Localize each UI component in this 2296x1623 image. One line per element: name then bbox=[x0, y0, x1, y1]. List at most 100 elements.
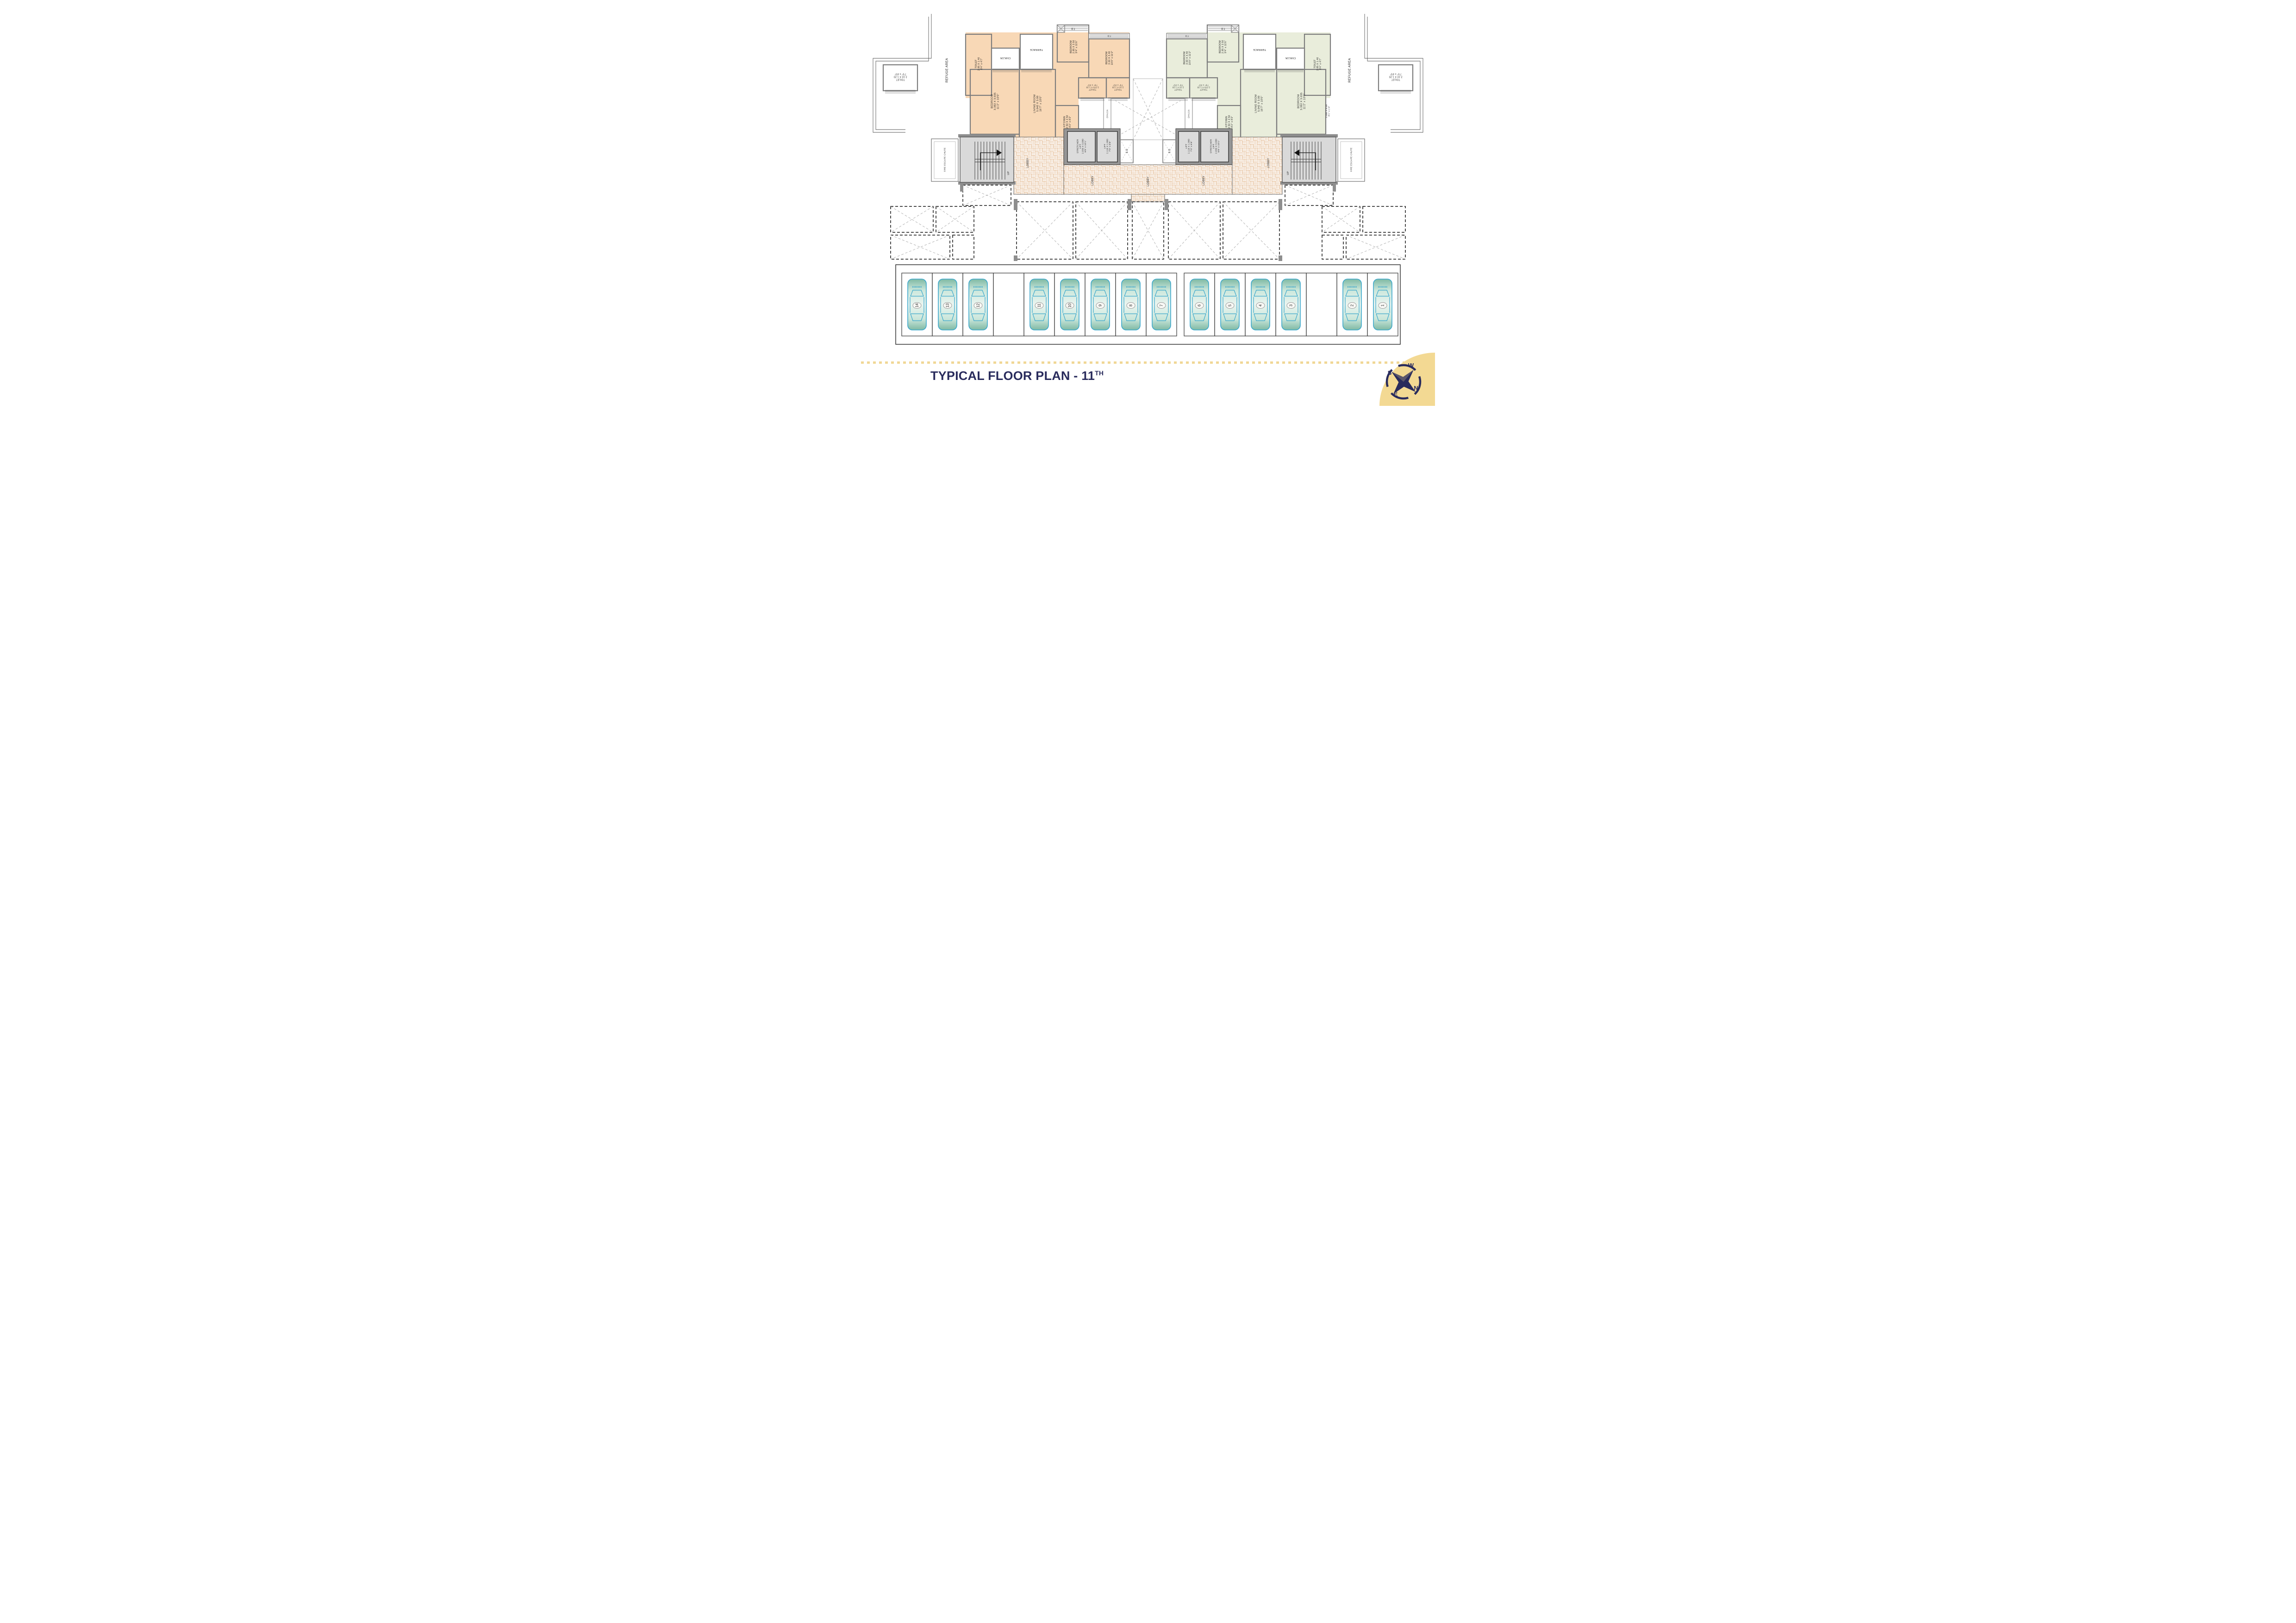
fb-lines-right bbox=[1167, 26, 1238, 38]
compass-letter-e: E bbox=[1394, 391, 1398, 398]
car-8: 8 bbox=[1121, 278, 1141, 331]
bedroom-1-right-label: BEDROOM3.392 X 3.03511'2" x 10'0" bbox=[1297, 93, 1306, 110]
stair-arrow-right bbox=[1294, 149, 1299, 156]
title-text: TYPICAL FLOOR PLAN - 11 bbox=[930, 369, 1095, 383]
toilet-side-right-room bbox=[1378, 64, 1414, 92]
central-shaft bbox=[1111, 78, 1185, 140]
fire-escape-chute-right-label: FIRE ESCAPE CHUTE bbox=[1350, 148, 1353, 172]
toilet-210-right-label: TOILET2.10 X 1.207'0" x 4'0" bbox=[1172, 84, 1184, 91]
parking-area: 14 13 12 11 10 9 8 7 6 5 4 3 2 1 bbox=[895, 264, 1401, 345]
compass-letter-w: W bbox=[1408, 362, 1414, 369]
toilet-side-right-label: TOILET2.10 X 1.207'0" x 4'0" bbox=[1389, 72, 1403, 81]
toilet-side-left-label: TOILET2.10 X 1.207'0" x 4'0" bbox=[894, 72, 907, 81]
parking-stall-1 bbox=[1367, 273, 1398, 336]
living-room-right-label: LIVING ROOM5.042 X 3.0016'7" x 10'0" bbox=[1254, 94, 1263, 113]
compass-star bbox=[1385, 364, 1422, 400]
car-2: 2 bbox=[1342, 278, 1362, 331]
car-4: 4 bbox=[1250, 278, 1271, 331]
lobby-5-label: LOBBY bbox=[1267, 158, 1270, 168]
car-number-6: 6 bbox=[1198, 304, 1202, 306]
stretcher-lift-left-room bbox=[1067, 131, 1096, 162]
car-number-11: 11 bbox=[1037, 303, 1042, 307]
windows bbox=[885, 68, 1411, 101]
up-left-label: UP bbox=[1007, 171, 1010, 175]
car-number-13: 13 bbox=[946, 303, 950, 307]
refuge-outline-right bbox=[1364, 14, 1423, 133]
ed-right-label: E.D bbox=[1168, 149, 1171, 153]
fb-right-inner-label: F.B bbox=[1185, 35, 1188, 37]
lobby-4-label: LOBBY bbox=[1203, 175, 1205, 186]
terrace-left-room bbox=[1019, 33, 1054, 70]
toilet-210-left-label: TOILET2.10 X 1.207'0" x 4'0" bbox=[1112, 84, 1123, 91]
compass-letter-n: N bbox=[1414, 385, 1418, 392]
car-12: 12 bbox=[968, 278, 988, 331]
chajja-left-room bbox=[991, 47, 1020, 70]
toilet-tower-right-label: TOILET2.85 X 1.409'4" x 4'7" bbox=[1314, 57, 1322, 71]
duct-x-right bbox=[1231, 25, 1239, 33]
lift-left-room bbox=[1097, 131, 1118, 162]
passage-right-label: 2.465 X 0.408'1" x 1'4" bbox=[1325, 104, 1330, 118]
toilet-2370-right-room bbox=[1189, 77, 1218, 99]
car-11: 11 bbox=[1029, 278, 1049, 331]
chajja-right-room bbox=[1276, 47, 1305, 70]
car-9: 9 bbox=[1090, 278, 1111, 331]
chajja-top-left-label: CHAJJA bbox=[1000, 56, 1011, 59]
lobby-3-label: LOBBY bbox=[1147, 176, 1150, 187]
compass-letter-s: S bbox=[1388, 369, 1392, 376]
car-number-9: 9 bbox=[1098, 304, 1103, 306]
fire-escape-chute-left-box bbox=[931, 138, 959, 182]
car-6: 6 bbox=[1189, 278, 1210, 331]
refuge-area-left-label: REFUGE AREA bbox=[945, 58, 948, 82]
ed-right-shaft bbox=[1162, 139, 1176, 163]
fb-lines-left bbox=[1058, 26, 1129, 38]
dotted-separator bbox=[861, 361, 1435, 364]
car-5: 5 bbox=[1220, 278, 1240, 331]
car-number-7: 7 bbox=[1160, 304, 1164, 306]
car-number-5: 5 bbox=[1228, 304, 1232, 306]
lobby bbox=[1013, 137, 1283, 202]
hidden-structure bbox=[890, 183, 1406, 261]
floor-plan-page: 14 13 12 11 10 9 8 7 6 5 4 3 2 1 REFUGE AREA TOILET2.1… bbox=[861, 0, 1435, 406]
car-1: 1 bbox=[1373, 278, 1393, 331]
compass-rose: W S N E bbox=[1379, 353, 1435, 406]
lift-right-room bbox=[1178, 131, 1199, 162]
fire-escape-chute-left-label: FIRE ESCAPE CHUTE bbox=[944, 148, 946, 172]
lift-right-label: LIFT2.110 X 1.9807'0" x 6'6" bbox=[1185, 139, 1192, 154]
living-room-left-label: LIVING ROOM5.042 X 3.0016'7" x 10'0" bbox=[1033, 94, 1042, 113]
car-number-10: 10 bbox=[1068, 303, 1072, 307]
stretcher-lift-right-label: STRETCHERLIFT2.030 X 3.0806'8" x 10'1" bbox=[1210, 139, 1220, 154]
bedroom-2-left-label: BEDROOM2.85 X 3.509'4" x 11'6" bbox=[1070, 40, 1078, 54]
car-number-3: 3 bbox=[1289, 304, 1293, 306]
stretcher-lift-right-room bbox=[1200, 131, 1229, 162]
car-3: 3 bbox=[1281, 278, 1301, 331]
car-13: 13 bbox=[937, 278, 958, 331]
up-right-label: UP bbox=[1287, 171, 1290, 175]
lobby-2-label: LOBBY bbox=[1092, 175, 1094, 186]
chajja-vert-right-label: CHAJJA bbox=[1188, 110, 1190, 118]
floor-plan-drawing: 14 13 12 11 10 9 8 7 6 5 4 3 2 1 REFUGE AREA TOILET2.1… bbox=[873, 14, 1423, 345]
parking-stall-7 bbox=[1146, 273, 1177, 336]
fb-left-inner-label: F.B bbox=[1107, 35, 1111, 37]
staircase-left bbox=[958, 134, 1016, 185]
fb-right-outer-label: F.B bbox=[1221, 27, 1225, 30]
car-7: 7 bbox=[1151, 278, 1172, 331]
car-number-8: 8 bbox=[1129, 304, 1133, 306]
page-title: TYPICAL FLOOR PLAN - 11TH bbox=[930, 369, 1104, 383]
stretcher-lift-left-label: STRETCHERLIFT2.030 X 3.0806'8" x 10'1" bbox=[1076, 139, 1086, 154]
lift-block-left bbox=[1063, 128, 1121, 165]
toilet-tower-left-label: TOILET2.85 X 1.409'4" x 4'7" bbox=[975, 57, 983, 71]
toilet-2370-right-label: TOILET2.370 X 1.207'9" x 4'0" bbox=[1197, 84, 1210, 91]
bedroom-3-right-label: BEDROOM3.00 X 3.4010'0" x 11'2" bbox=[1183, 51, 1192, 65]
kitchen-right-label: KITCHEN2.50 X 2.508'2" x 8'2" bbox=[1225, 115, 1234, 129]
car-number-12: 12 bbox=[976, 303, 980, 307]
fb-left-outer-label: F.B bbox=[1071, 27, 1075, 30]
ed-left-shaft bbox=[1120, 139, 1134, 163]
terrace-right-room bbox=[1242, 33, 1277, 70]
car-14: 14 bbox=[907, 278, 927, 331]
lift-block-right bbox=[1175, 128, 1233, 165]
duct-x-left bbox=[1057, 25, 1065, 33]
car-10: 10 bbox=[1060, 278, 1080, 331]
bedroom-1-left-label: BEDROOM3.392 X 3.03511'2" x 10'0" bbox=[991, 93, 999, 110]
bedroom-2-right-label: BEDROOM2.85 X 3.509'4" x 11'6" bbox=[1219, 40, 1227, 54]
car-number-1: 1 bbox=[1381, 304, 1385, 306]
